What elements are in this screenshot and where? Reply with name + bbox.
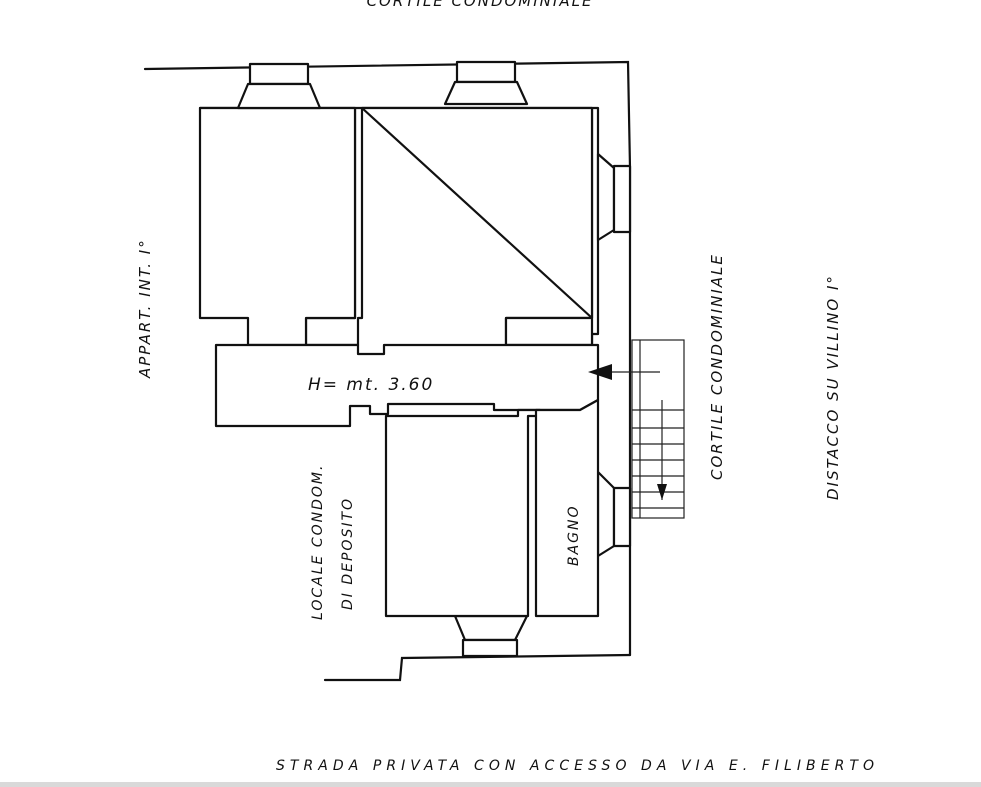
label-storage-line1: LOCALE CONDOM. — [310, 464, 326, 620]
window-bottom — [453, 614, 529, 658]
label-setback: DISTACCO SU VILLINO I° — [824, 274, 842, 500]
room-bathroom — [534, 398, 600, 618]
label-bathroom: BAGNO — [566, 504, 582, 566]
entrance-arrow — [588, 364, 612, 380]
label-storage-line2: DI DEPOSITO — [340, 497, 356, 610]
room-left — [198, 106, 357, 347]
stair-arrow-down — [657, 484, 667, 500]
window-right-lower — [596, 470, 632, 558]
room-top-right — [360, 106, 594, 347]
label-courtyard-right: CORTILE CONDOMINIALE — [708, 253, 726, 480]
window-top-left — [236, 62, 322, 110]
room-storage — [384, 408, 542, 618]
staircase — [588, 339, 685, 519]
window-right-upper — [596, 152, 632, 242]
page-bottom-rule — [0, 782, 981, 787]
label-height: H= mt. 3.60 — [308, 375, 434, 395]
window-top-center — [443, 60, 529, 106]
label-apartment: APPART. INT. I° — [136, 238, 154, 379]
label-top-courtyard: CORTILE CONDOMINIALE — [367, 0, 594, 10]
label-street: STRADA PRIVATA CON ACCESSO DA VIA E. FIL… — [276, 758, 876, 774]
